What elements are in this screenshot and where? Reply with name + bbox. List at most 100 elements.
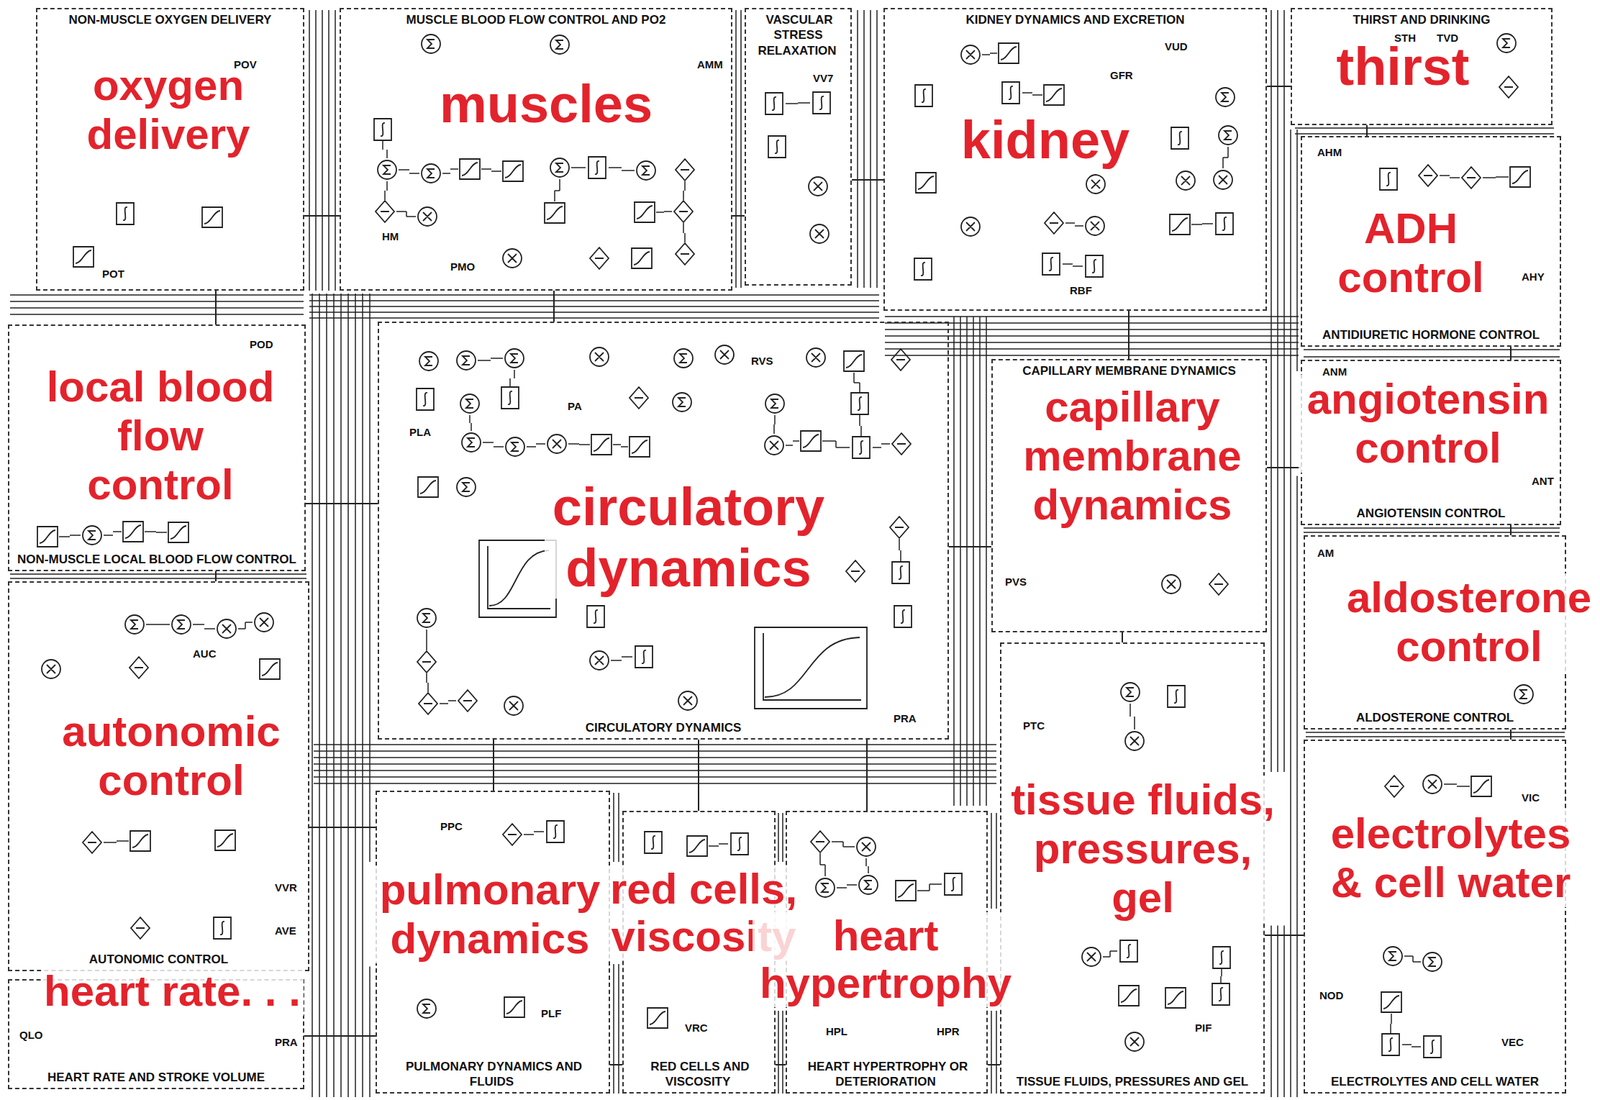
variable-name: GFR xyxy=(1108,69,1135,83)
section-title: CAPILLARY MEMBRANE DYNAMICS xyxy=(1020,364,1239,378)
signal-wire xyxy=(215,571,217,582)
variable-name: VUD xyxy=(1163,40,1190,54)
title-holder: ANGIOTENSIN CONTROL xyxy=(1306,505,1556,521)
variable-name: AHM xyxy=(1315,146,1344,159)
section-title: ANGIOTENSIN CONTROL xyxy=(1354,506,1508,521)
variable-name: TVD xyxy=(1435,31,1460,45)
title-holder: HEART HYPERTROPHY OR DETERIORATION xyxy=(791,1058,983,1090)
region-annotation: thirst xyxy=(1323,37,1483,96)
variable-name: PMO xyxy=(448,260,477,274)
section-title: NON-MUSCLE LOCAL BLOOD FLOW CONTROL xyxy=(15,552,299,567)
wiring xyxy=(10,10,1565,1098)
section-title: RED CELLS AND VISCOSITY xyxy=(648,1059,749,1089)
signal-wire xyxy=(732,215,745,217)
signal-wire xyxy=(697,739,700,811)
variable-name: PIF xyxy=(1193,1021,1213,1035)
variable-name: PA xyxy=(566,400,584,413)
variable-name: PLF xyxy=(539,1007,563,1021)
variable-name: AMM xyxy=(695,58,725,72)
variable-name: RBF xyxy=(1068,284,1094,298)
variable-name: HPL xyxy=(824,1025,849,1039)
signal-wire xyxy=(305,502,378,505)
title-holder: HEART RATE AND STROKE VOLUME xyxy=(13,1069,299,1085)
section-title: VASCULAR STRESS RELAXATION xyxy=(757,12,839,58)
variable-name: HM xyxy=(380,230,400,244)
variable-name: POT xyxy=(100,267,126,281)
variable-name: NOD xyxy=(1317,989,1345,1003)
region-annotation: heart rate. . . xyxy=(41,966,304,1016)
variable-name: ANT xyxy=(1530,474,1556,488)
section-title: MUSCLE BLOOD FLOW CONTROL AND PO2 xyxy=(404,12,669,27)
title-holder: ALDOSTERONE CONTROL xyxy=(1309,710,1561,726)
variable-name: VV7 xyxy=(811,71,835,85)
region-annotation: pulmonary dynamics xyxy=(371,865,609,964)
title-holder: RED CELLS AND VISCOSITY xyxy=(628,1058,770,1090)
variable-name: PRA xyxy=(273,1035,300,1049)
signal-wire xyxy=(866,739,868,811)
section-title: ANTIDIURETIC HORMONE CONTROL xyxy=(1320,328,1542,342)
section-title: HEART HYPERTROPHY OR DETERIORATION xyxy=(805,1059,969,1089)
signal-wire xyxy=(1510,346,1512,360)
variable-name: PRA xyxy=(892,712,918,726)
region-annotation: local blood flow control xyxy=(41,362,280,509)
region-annotation: electrolytes & cell water xyxy=(1326,809,1575,908)
variable-name: POV xyxy=(232,58,259,72)
computing-block-symbols xyxy=(37,33,1534,1058)
variable-name: AHY xyxy=(1520,270,1547,284)
signal-wire xyxy=(304,1035,376,1037)
region-annotation: autonomic control xyxy=(56,707,287,806)
variable-name: AUC xyxy=(191,647,218,661)
title-holder: AUTONOMIC CONTROL xyxy=(13,951,304,967)
signal-wire xyxy=(1266,85,1291,88)
variable-name: VVR xyxy=(273,881,299,895)
variable-name: POD xyxy=(248,338,275,352)
signal-wire xyxy=(1366,125,1368,136)
signal-wire xyxy=(1121,632,1124,643)
variable-name: QLO xyxy=(17,1028,45,1042)
variable-name: VIC xyxy=(1520,791,1542,805)
signal-wire xyxy=(987,1064,1000,1066)
variable-name: VRC xyxy=(683,1021,710,1035)
title-holder: CAPILLARY MEMBRANE DYNAMICS xyxy=(997,363,1262,379)
region-annotation: circulatory dynamics xyxy=(544,476,833,599)
region-annotation: aldosterone control xyxy=(1339,573,1599,672)
title-holder: PULMONARY DYNAMICS AND FLUIDS xyxy=(381,1058,605,1090)
section-title: ELECTROLYTES AND CELL WATER xyxy=(1328,1074,1542,1089)
signal-wire xyxy=(775,1064,786,1066)
region-annotation: angiotensin control xyxy=(1298,374,1558,473)
title-holder: ELECTROLYTES AND CELL WATER xyxy=(1309,1074,1561,1090)
section-title: TISSUE FLUIDS, PRESSURES AND GEL xyxy=(1014,1074,1251,1089)
region-annotation: heart hypertrophy xyxy=(752,912,1019,1008)
variable-name: VEC xyxy=(1500,1035,1526,1049)
title-holder: ANTIDIURETIC HORMONE CONTROL xyxy=(1306,327,1556,343)
variable-name: AM xyxy=(1315,546,1336,560)
signal-wire xyxy=(1266,466,1301,469)
region-annotation: kidney xyxy=(948,110,1143,170)
title-holder: TISSUE FLUIDS, PRESSURES AND GEL xyxy=(1005,1074,1259,1090)
region-annotation: tissue fluids, pressures, gel xyxy=(1004,775,1282,922)
signal-wire xyxy=(215,290,217,325)
section-title: AUTONOMIC CONTROL xyxy=(87,952,231,967)
variable-name: RVS xyxy=(749,354,775,368)
signal-wire xyxy=(1128,310,1130,359)
title-holder: KIDNEY DYNAMICS AND EXCRETION xyxy=(889,12,1262,28)
title-holder: VASCULAR STRESS RELAXATION xyxy=(750,12,847,59)
title-holder: THIRST AND DRINKING xyxy=(1296,12,1547,28)
variable-name: ANM xyxy=(1320,365,1349,379)
signal-wire xyxy=(948,546,992,548)
variable-name: PLA xyxy=(407,425,433,439)
section-title: HEART RATE AND STROKE VOLUME xyxy=(45,1070,267,1085)
variable-name: PPC xyxy=(438,820,465,834)
section-title: ALDOSTERONE CONTROL xyxy=(1353,710,1516,725)
signal-wire xyxy=(851,179,884,181)
region-annotation: oxygen delivery xyxy=(78,61,259,159)
region-annotation: ADH control xyxy=(1324,204,1498,303)
variable-name: PVS xyxy=(1003,575,1029,589)
section-title: NON-MUSCLE OXYGEN DELIVERY xyxy=(66,12,275,27)
section-title: THIRST AND DRINKING xyxy=(1350,12,1493,27)
region-annotation: muscles xyxy=(430,74,662,134)
signal-wire xyxy=(492,739,495,791)
section-box: VASCULAR STRESS RELAXATION xyxy=(744,7,852,286)
title-holder: NON-MUSCLE OXYGEN DELIVERY xyxy=(41,12,299,28)
